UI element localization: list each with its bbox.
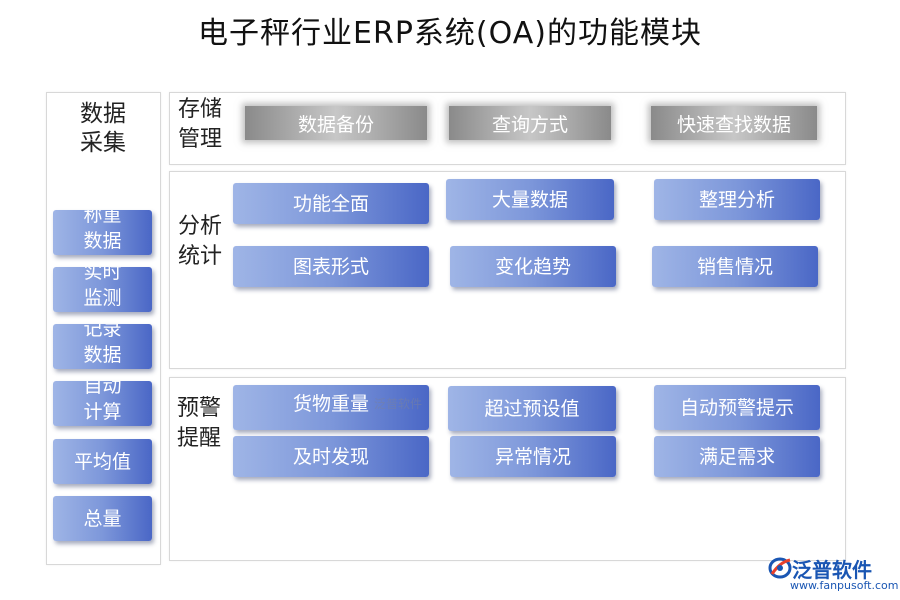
analysis-item-comprehensive: 功能全面: [233, 183, 429, 224]
analysis-item-chart-form: 图表形式: [233, 246, 429, 287]
side-item-total: 总量: [53, 496, 152, 541]
analysis-item-label: 功能全面: [292, 192, 369, 215]
fanpu-logo: 泛普软件 www.fanpusoft.com: [768, 552, 899, 596]
storage-item-backup: 数据备份: [245, 106, 427, 140]
analysis-label: 分析 统计: [178, 214, 223, 269]
analysis-item-trend: 变化趋势: [450, 246, 616, 287]
storage-item-label: 数据备份: [297, 113, 374, 136]
warning-item-auto-alert: 自动预警提示: [654, 385, 820, 430]
analysis-item-label: 图表形式: [292, 255, 369, 278]
fanpu-logo-icon: [768, 557, 792, 579]
analysis-item-label: 整理分析: [698, 188, 775, 211]
side-item-label: 平均值: [73, 450, 131, 473]
side-item-label: 实时 监测: [83, 267, 122, 309]
warning-label: 预警 提醒: [177, 396, 222, 451]
storage-label: 存储 管理: [178, 97, 223, 152]
watermark-text: 泛普软件: [374, 397, 423, 411]
logo-url: www.fanpusoft.com: [790, 579, 899, 592]
side-item-realtime-monitor: 实时 监测: [53, 267, 152, 312]
warning-item-exceed-preset: 超过预设值: [448, 386, 616, 431]
side-item-label: 记录 数据: [83, 324, 122, 366]
warning-item-label: 及时发现: [292, 445, 369, 468]
analysis-item-sales: 销售情况: [652, 246, 818, 287]
data-collection-heading: 数据 采集: [80, 101, 126, 156]
warning-item-label: 自动预警提示: [679, 396, 794, 419]
warning-item-label: 满足需求: [698, 445, 775, 468]
warning-item-goods-weight: 货物重量: [233, 385, 429, 430]
warning-item-label: 超过预设值: [484, 397, 580, 420]
storage-item-query: 查询方式: [449, 106, 611, 140]
analysis-item-label: 销售情况: [696, 255, 773, 278]
side-item-average: 平均值: [53, 439, 152, 484]
side-item-auto-calc: 自动 计算: [53, 381, 152, 426]
analysis-item-large-data: 大量数据: [446, 179, 614, 220]
page-title: 电子秤行业ERP系统(OA)的功能模块: [198, 16, 702, 51]
warning-item-meet-needs: 满足需求: [654, 436, 820, 477]
side-item-label: 自动 计算: [83, 381, 122, 423]
storage-item-label: 查询方式: [491, 113, 568, 136]
storage-item-fast-search: 快速查找数据: [651, 106, 817, 140]
storage-item-label: 快速查找数据: [676, 113, 791, 136]
warning-item-timely-detect: 及时发现: [233, 436, 429, 477]
warning-item-abnormal: 异常情况: [450, 436, 616, 477]
side-item-label: 称重 数据: [83, 210, 122, 252]
warning-item-label: 异常情况: [494, 445, 571, 468]
analysis-item-label: 大量数据: [491, 188, 568, 211]
side-item-weighing-data: 称重 数据: [53, 210, 152, 255]
warning-item-label: 货物重量: [292, 392, 369, 415]
side-item-record-data: 记录 数据: [53, 324, 152, 369]
side-item-label: 总量: [83, 507, 122, 530]
analysis-item-organize: 整理分析: [654, 179, 820, 220]
analysis-item-label: 变化趋势: [494, 255, 571, 278]
logo-name: 泛普软件: [792, 558, 872, 582]
